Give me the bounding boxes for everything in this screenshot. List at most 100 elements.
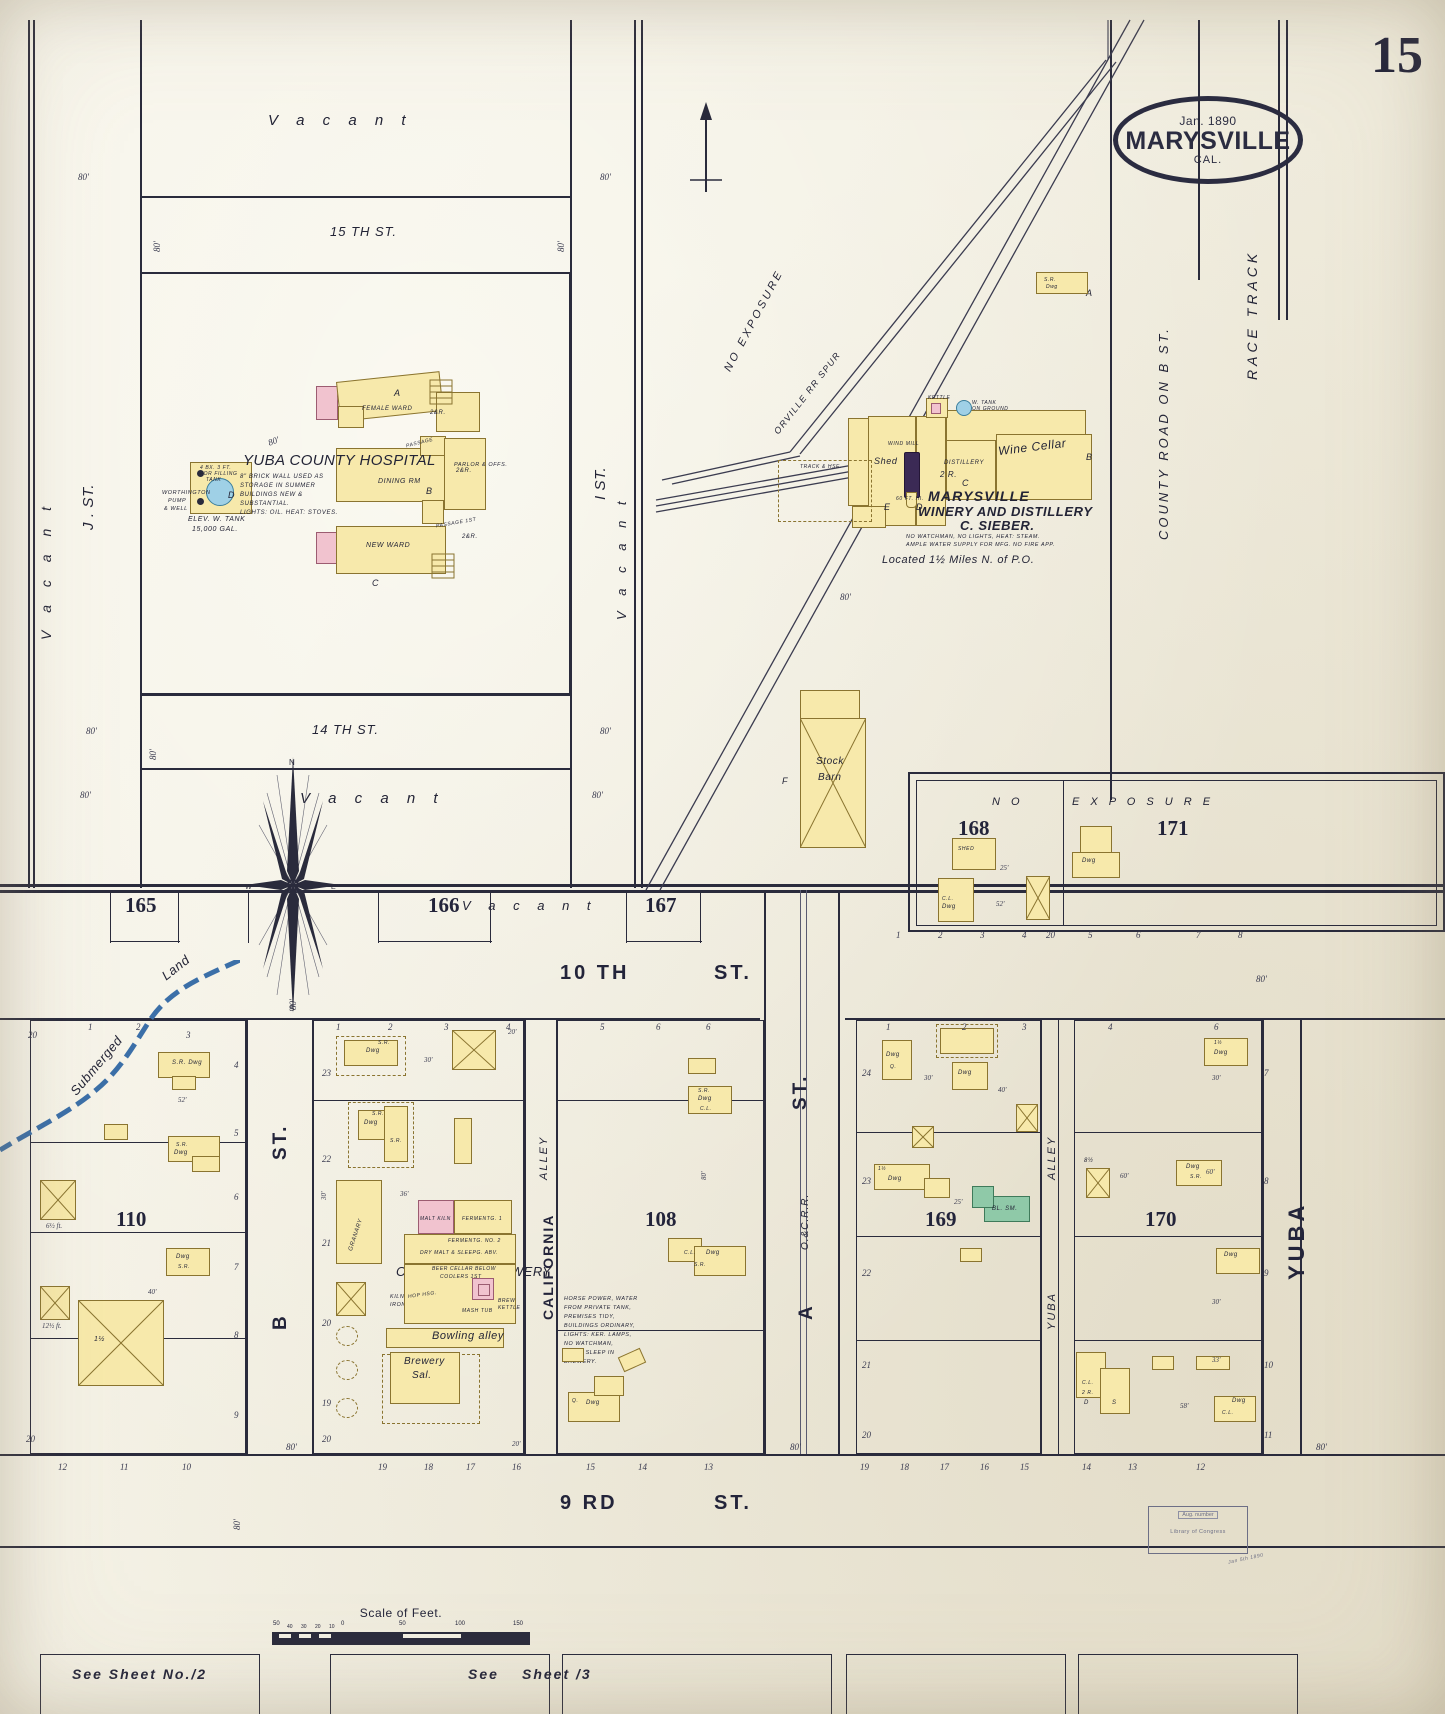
- lot-number: 13: [1128, 1462, 1137, 1472]
- lot-divider: [1074, 1236, 1262, 1238]
- dim-40: 40': [148, 1288, 157, 1296]
- shed-168-label: SHED: [958, 846, 975, 852]
- alley-line: [1058, 1020, 1060, 1454]
- dwelling-110-c-dwg: Dwg: [176, 1254, 190, 1260]
- hospital-new-ward: [336, 526, 446, 574]
- dimension-80: 80': [232, 1519, 242, 1530]
- dwelling-170-b: [1176, 1160, 1222, 1186]
- scale-tick: 50: [273, 1621, 280, 1627]
- block-number-169: 169: [925, 1207, 957, 1231]
- scale-bar-group: Scale of Feet. 50 40 30 20 10 0 50 100 1…: [272, 1606, 530, 1645]
- block-tick: [248, 893, 250, 943]
- brewery-brew-house: [472, 1278, 494, 1300]
- lot-number: 1: [896, 930, 901, 940]
- street-label-b-st: B: [270, 1313, 291, 1330]
- lot-number: 8: [234, 1330, 239, 1340]
- dwelling-110-b-sr: S.R.: [176, 1142, 189, 1148]
- street-label-county-road: COUNTY ROAD ON B ST.: [1156, 326, 1171, 540]
- dimension-80: 80': [1256, 974, 1267, 984]
- lot-number: 21: [862, 1360, 871, 1370]
- hospital-letter-b: B: [426, 486, 433, 496]
- scale-tick: 10: [329, 1624, 335, 1630]
- winery-small-shed: [852, 506, 886, 528]
- street-line: [845, 1018, 1445, 1020]
- library-stamp: Aug. number Library of Congress: [1148, 1506, 1248, 1554]
- dwelling-169-a-q: Q.: [890, 1064, 897, 1070]
- block-tick: [178, 893, 180, 943]
- dim-30-b: 30': [320, 1191, 328, 1201]
- barn-170-label: 8½: [1084, 1158, 1094, 1164]
- hospital-tank-label-2: 15,000 GAL.: [192, 526, 238, 533]
- brewery-mash-tub: MASH TUB: [462, 1308, 493, 1314]
- hospital-letter-a: A: [394, 388, 401, 398]
- hospital-female-ward: FEMALE WARD: [362, 406, 413, 412]
- lot-number: 6: [1214, 1022, 1219, 1032]
- brewery-fermenting-2-label: FERMENTG. NO. 2: [448, 1238, 501, 1244]
- dwelling-170-a: [1204, 1038, 1248, 1066]
- lot-number: 18: [424, 1462, 433, 1472]
- lot-divider: [556, 1100, 764, 1102]
- street-line: [0, 1454, 1445, 1456]
- winery-distillery-label: DISTILLERY: [944, 460, 985, 466]
- winery-windmill-2: 60 FT. HI.: [896, 496, 924, 502]
- svg-text:E: E: [331, 884, 336, 891]
- dim-52: 52': [178, 1096, 187, 1104]
- dwelling-170-f-dwg: Dwg: [1232, 1398, 1246, 1404]
- street-line: [1278, 20, 1280, 320]
- large-barn-label: 1½: [94, 1336, 105, 1343]
- shed-170: [1152, 1356, 1174, 1370]
- dwelling-ne-dwg: Dwg: [1046, 284, 1058, 290]
- sheet-number: 15: [1371, 27, 1423, 84]
- lot-divider: [556, 1330, 764, 1332]
- block-tick: [110, 893, 112, 943]
- lot-number: 6: [234, 1192, 239, 1202]
- dim-20b: 20': [512, 1440, 521, 1448]
- dwelling-170-a-half: 1½: [1214, 1040, 1223, 1046]
- dwelling-110-a-wing: [172, 1076, 196, 1090]
- lot-number: 11: [1264, 1430, 1273, 1440]
- cartouche-state: CAL.: [1193, 154, 1223, 166]
- stock-barn-cross-hatch: [800, 718, 866, 848]
- winery-note-1: NO WATCHMAN, NO LIGHTS, HEAT: STEAM.: [906, 534, 1041, 540]
- dwelling-168: [938, 878, 974, 922]
- block-number-166: 166: [428, 893, 460, 917]
- lot-number: 17: [940, 1462, 949, 1472]
- lot-divider: [30, 1142, 246, 1144]
- lot-number: 16: [980, 1462, 989, 1472]
- lot-number: 3: [444, 1022, 449, 1032]
- scale-tick: 20: [315, 1624, 321, 1630]
- dwelling-170-e: [1100, 1368, 1130, 1414]
- dwelling-109-a-dwg: Dwg: [366, 1048, 380, 1054]
- lot-number: 20: [26, 1434, 35, 1444]
- water-tank-icon: [956, 400, 972, 416]
- winery-track-label: TRACK & HSE.: [800, 464, 842, 470]
- footer-box-right-a: [846, 1654, 1066, 1714]
- lot-number: 11: [120, 1462, 129, 1472]
- dimension-80: 80': [600, 172, 611, 182]
- lot-number: 20: [28, 1030, 37, 1040]
- block-tick: [378, 941, 492, 943]
- block-frame-168-171: [908, 772, 1445, 932]
- hospital-passage-2: [422, 500, 444, 524]
- brewery-bowling-alley: [386, 1328, 504, 1348]
- hospital-tank-top-3: TANK: [206, 477, 222, 483]
- svg-text:W: W: [245, 884, 252, 891]
- hospital-note-3: BUILDINGS NEW &: [240, 492, 303, 498]
- lot-number: 2: [962, 1022, 967, 1032]
- submerged-land-creek: [0, 960, 240, 1153]
- barn-cross-icon: [1026, 876, 1050, 920]
- barn-cross-icon: [912, 1126, 934, 1148]
- dwelling-170-f: [1214, 1396, 1256, 1422]
- street-line: [1262, 1020, 1264, 1454]
- scale-tick: 50: [399, 1621, 406, 1627]
- street-label-15th: 15 TH ST.: [330, 224, 398, 239]
- label-vacant-left: V a c a n t: [38, 499, 54, 640]
- winery-distillery: [946, 440, 996, 500]
- scale-tick: 150: [513, 1621, 524, 1627]
- stamp-line-2: Library of Congress: [1170, 1529, 1226, 1535]
- dim-30-170: 30': [1212, 1074, 1221, 1082]
- dimension-80: 80': [286, 1442, 297, 1452]
- dimension-80: 80': [556, 241, 566, 252]
- dwelling-108-a-dwg: Dwg: [698, 1096, 712, 1102]
